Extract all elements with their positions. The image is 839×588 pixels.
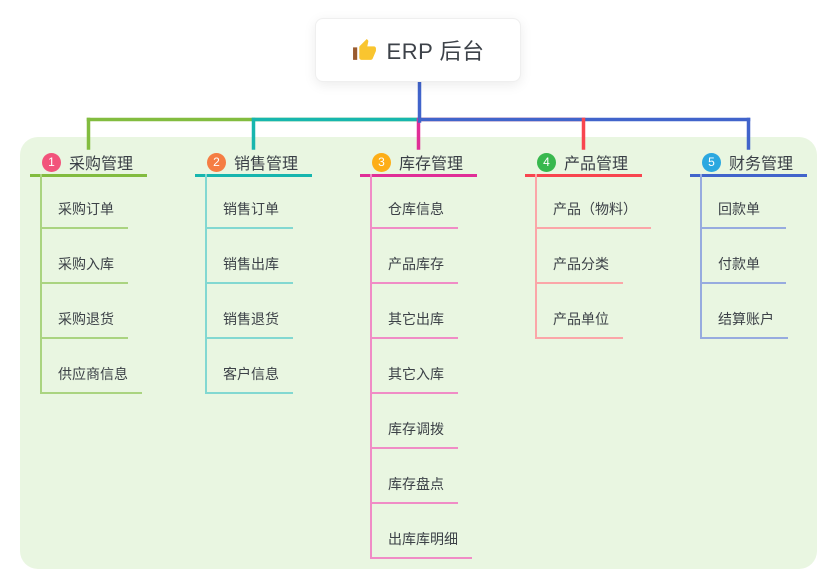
branch-node-3[interactable]: 3 库存管理 — [360, 150, 477, 177]
branch-5: 5 财务管理回款单付款单结算账户 — [690, 150, 839, 339]
root-node[interactable]: ERP 后台 — [315, 18, 521, 82]
branch-title: 销售管理 — [234, 156, 299, 173]
branch-number-badge: 2 — [207, 152, 226, 172]
thumbs-up-icon — [352, 38, 376, 60]
branch-title: 产品管理 — [564, 156, 629, 173]
branch-title: 采购管理 — [69, 156, 134, 173]
child-node[interactable]: 产品（物料） — [537, 174, 651, 229]
child-node[interactable]: 销售退货 — [207, 284, 293, 339]
branch-title: 库存管理 — [399, 156, 464, 173]
child-node[interactable]: 客户信息 — [207, 339, 293, 394]
child-node[interactable]: 产品单位 — [537, 284, 623, 339]
branch-children: 回款单付款单结算账户 — [700, 174, 788, 339]
branch-2: 2 销售管理销售订单销售出库销售退货客户信息 — [195, 150, 360, 394]
root-title: ERP 后台 — [386, 39, 485, 64]
branch-children: 采购订单采购入库采购退货供应商信息 — [40, 174, 142, 394]
child-node[interactable]: 回款单 — [702, 174, 786, 229]
branch-node-5[interactable]: 5 财务管理 — [690, 150, 807, 177]
branch-node-2[interactable]: 2 销售管理 — [195, 150, 312, 177]
child-node[interactable]: 库存盘点 — [372, 449, 458, 504]
branch-title: 财务管理 — [729, 156, 794, 173]
branch-node-4[interactable]: 4 产品管理 — [525, 150, 642, 177]
child-node[interactable]: 采购退货 — [42, 284, 128, 339]
child-node[interactable]: 产品分类 — [537, 229, 623, 284]
child-node[interactable]: 供应商信息 — [42, 339, 142, 394]
child-node[interactable]: 产品库存 — [372, 229, 458, 284]
branch-number-badge: 5 — [702, 152, 721, 172]
child-node[interactable]: 仓库信息 — [372, 174, 458, 229]
child-node[interactable]: 采购入库 — [42, 229, 128, 284]
branch-number-badge: 1 — [42, 152, 61, 172]
background-panel — [20, 137, 817, 569]
child-node[interactable]: 销售订单 — [207, 174, 293, 229]
branch-3: 3 库存管理仓库信息产品库存其它出库其它入库库存调拨库存盘点出库库明细 — [360, 150, 525, 559]
child-node[interactable]: 付款单 — [702, 229, 786, 284]
child-node[interactable]: 其它入库 — [372, 339, 458, 394]
child-node[interactable]: 结算账户 — [702, 284, 788, 339]
branch-node-1[interactable]: 1 采购管理 — [30, 150, 147, 177]
child-node[interactable]: 库存调拨 — [372, 394, 458, 449]
branch-number-badge: 4 — [537, 152, 556, 172]
child-node[interactable]: 出库库明细 — [372, 504, 472, 559]
branch-4: 4 产品管理产品（物料）产品分类产品单位 — [525, 150, 690, 339]
child-node[interactable]: 采购订单 — [42, 174, 128, 229]
branch-number-badge: 3 — [372, 152, 391, 172]
branch-children: 销售订单销售出库销售退货客户信息 — [205, 174, 293, 394]
branch-children: 产品（物料）产品分类产品单位 — [535, 174, 651, 339]
child-node[interactable]: 销售出库 — [207, 229, 293, 284]
branch-1: 1 采购管理采购订单采购入库采购退货供应商信息 — [30, 150, 195, 394]
child-node[interactable]: 其它出库 — [372, 284, 458, 339]
branch-children: 仓库信息产品库存其它出库其它入库库存调拨库存盘点出库库明细 — [370, 174, 472, 559]
